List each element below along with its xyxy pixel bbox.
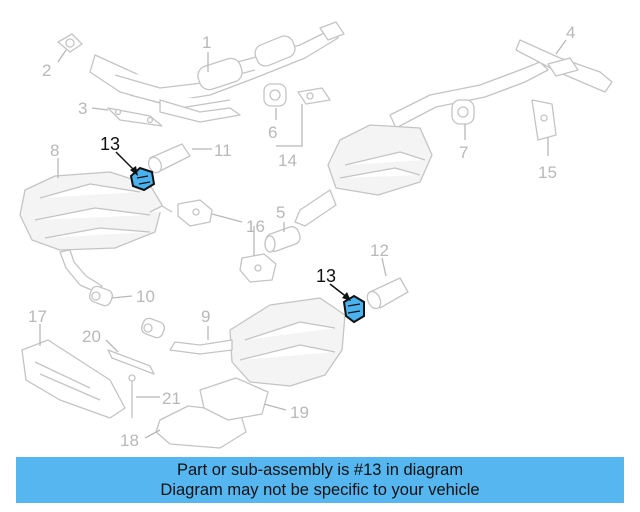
bolt-part-21	[128, 374, 136, 418]
intermediate-pipe-and-center-muffler	[294, 39, 613, 227]
heat-shield-part-17	[21, 339, 126, 419]
left-rear-muffler-part-8	[19, 171, 173, 293]
tailpipe-tip-part-12	[366, 277, 409, 310]
callout-5: 5	[276, 203, 285, 222]
callout-18: 18	[120, 431, 139, 450]
banner-line-disclaimer: Diagram may not be specific to your vehi…	[160, 481, 480, 499]
bracket-part-16-upper	[177, 199, 213, 227]
bracket-part-20	[107, 349, 155, 375]
pipe-clamp-part-10	[88, 285, 114, 307]
callout-13-lower: 13	[316, 266, 336, 286]
callout-7: 7	[459, 143, 468, 162]
callout-14: 14	[278, 151, 297, 170]
callout-1: 1	[202, 33, 211, 52]
gasket-part-2	[57, 33, 83, 53]
callout-15: 15	[538, 163, 557, 182]
tailpipe-tip-part-11	[147, 143, 191, 174]
exhaust-system-diagram: 1 2 3 4 5 6 7 8 9 10 11 12 13 13 14 15 1…	[19, 21, 613, 450]
callout-12: 12	[370, 241, 389, 260]
banner-line-part: Part or sub-assembly is #13 in diagram	[176, 461, 464, 479]
part-info-banner: Part or sub-assembly is #13 in diagram D…	[16, 457, 624, 503]
callout-2: 2	[42, 61, 51, 80]
pipe-connector-part-5	[264, 226, 301, 253]
callout-20: 20	[82, 327, 101, 346]
hanger-part-7	[451, 99, 475, 125]
bracket-part-16-lower	[239, 253, 277, 283]
callout-9: 9	[201, 307, 210, 326]
callout-13-upper: 13	[100, 134, 120, 154]
callout-8: 8	[50, 141, 59, 160]
callout-17: 17	[28, 307, 47, 326]
highlighted-clamp-13-lower	[342, 294, 365, 324]
callout-10: 10	[136, 287, 155, 306]
bracket-part-15	[531, 99, 557, 141]
callout-11: 11	[214, 141, 232, 160]
callout-3: 3	[78, 99, 87, 118]
pipe-clamp-part-10-lower	[140, 317, 166, 339]
callout-16: 16	[246, 217, 265, 236]
callout-21: 21	[162, 389, 181, 408]
hanger-part-6	[263, 83, 287, 107]
callout-4: 4	[566, 23, 575, 42]
heat-shield-part-3	[107, 107, 163, 127]
callout-19: 19	[290, 403, 309, 422]
callout-6: 6	[268, 123, 277, 142]
right-rear-muffler-part-9	[169, 297, 346, 387]
bracket-part-14	[297, 87, 331, 105]
heat-shield-part-19	[199, 377, 269, 421]
front-exhaust-pipe-with-converter	[89, 21, 345, 123]
